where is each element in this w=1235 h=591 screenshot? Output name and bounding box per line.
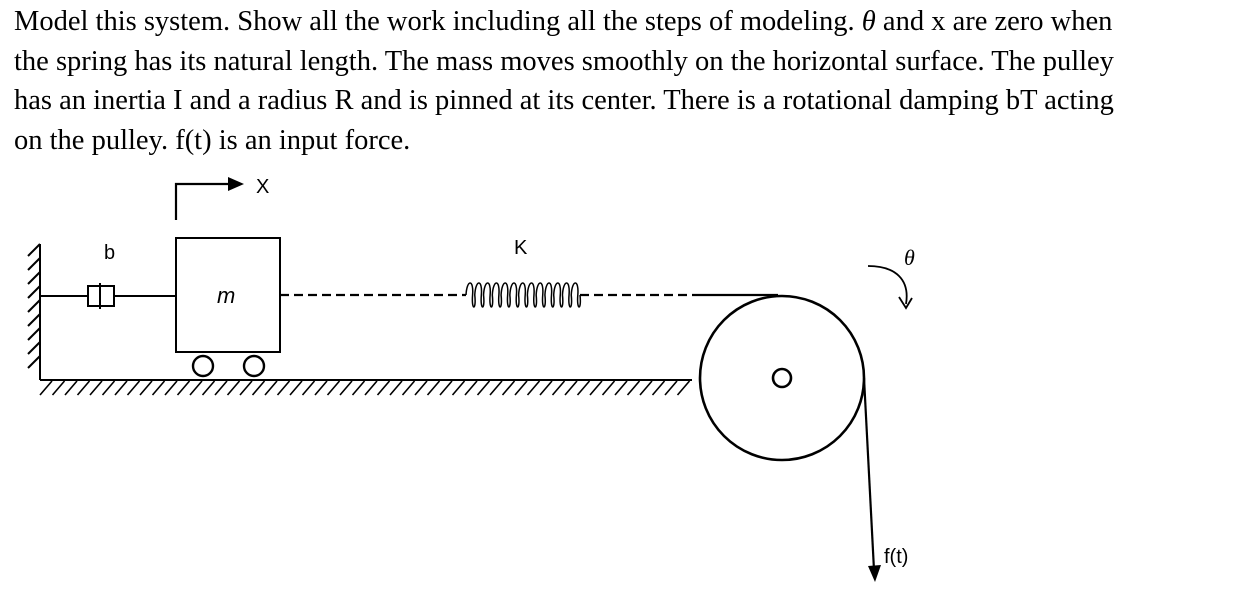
wall-hatch [27,243,41,257]
ground-hatch [89,380,103,396]
ground-hatch [501,380,516,396]
mass-block [175,237,281,353]
ground-hatch [601,380,616,396]
damper-label: b [104,242,115,264]
ground-hatch [326,380,341,396]
ground-hatch [451,380,466,396]
x-displacement-arrow [174,177,244,220]
ground-hatch [376,380,391,396]
wall-hatch [27,257,41,271]
force-arrow [862,377,881,582]
ground-hatch [539,380,553,396]
ground-hatch [189,380,203,396]
ground-hatch [214,380,228,396]
left-wall [27,243,41,380]
theta-arc [867,265,908,305]
ground-hatch [289,380,303,396]
ground-hatch [251,380,266,396]
ground-hatch [114,380,128,396]
ground-hatch [39,380,53,396]
ground-hatch [664,380,678,396]
ground-hatch [76,380,91,396]
wall-hatch [27,271,41,285]
wall-hatch [27,313,41,327]
ground-hatch [576,380,591,396]
ground-hatch [176,380,191,396]
ground-hatch [364,380,378,396]
problem-statement: Model this system. Show all the work inc… [14,2,1226,160]
ground-hatch [614,380,628,396]
ground-hatch [101,380,116,396]
ground-hatch [126,380,141,396]
ground-hatch [314,380,328,396]
wall-hatch [27,341,41,355]
ground-hatch [239,380,253,396]
ground-hatch [489,380,503,396]
theta-symbol: θ [861,6,876,37]
ground-hatch [351,380,366,396]
ground-hatch [426,380,441,396]
wheel-right [242,354,266,378]
theta-label: θ [904,245,915,270]
ground-hatch [201,380,216,396]
problem-line-2: the spring has its natural length. The m… [14,45,1114,77]
x-arrowhead [228,177,244,191]
problem-line-3: has an inertia I and a radius R and is p… [14,85,1114,116]
ground-hatch [301,380,316,396]
ground-hatch [651,380,666,396]
problem-line-1-start: Model this system. Show all the work inc… [14,6,862,37]
ground-hatch [526,380,541,396]
ground-hatch [389,380,403,396]
ground-hatch [264,380,278,396]
ground-hatch [476,380,491,396]
wall-hatch [27,355,41,369]
ground-hatch [226,380,241,396]
mass-label: m [217,283,235,308]
ground-hatch [676,380,691,396]
theta-arrowhead [898,296,913,310]
mass-wheels [191,354,266,378]
force-cable [862,377,876,571]
ground-hatch [439,380,453,396]
ground-hatch [276,380,291,396]
ground-hatch [64,380,78,396]
problem-line-1-end: and x are zero when [875,6,1113,37]
ground-hatch [139,380,153,396]
ground-hatching [39,380,691,396]
wall-hatch [27,327,41,341]
pulley [698,294,866,462]
ground-hatch [339,380,353,396]
ground-hatch [401,380,416,396]
pulley-pin [771,367,793,389]
wall-hatch [27,285,41,299]
force-arrowhead [868,565,881,582]
ground-hatch [564,380,578,396]
wheel-left [191,354,215,378]
ground-hatch [514,380,528,396]
ground-hatch [464,380,478,396]
ground-hatch [414,380,428,396]
ground-hatch [639,380,653,396]
damper [40,283,176,309]
ground-hatch [589,380,603,396]
theta-rotation-arrow [867,265,913,310]
problem-line-1: Model this system. Show all the work inc… [14,2,1226,42]
wall-hatch [27,299,41,313]
force-label: f(t) [884,546,908,568]
problem-line-4: on the pulley. f(t) is an input force. [14,124,411,156]
ground-hatch [551,380,566,396]
x-arrow-shaft [174,182,232,220]
ground-hatch [151,380,166,396]
spring-label: K [514,237,528,259]
ground-hatch [51,380,66,396]
ground-hatch [626,380,641,396]
spring [465,282,582,308]
ground [39,379,692,396]
x-label: X [256,176,269,198]
ground-hatch [164,380,178,396]
